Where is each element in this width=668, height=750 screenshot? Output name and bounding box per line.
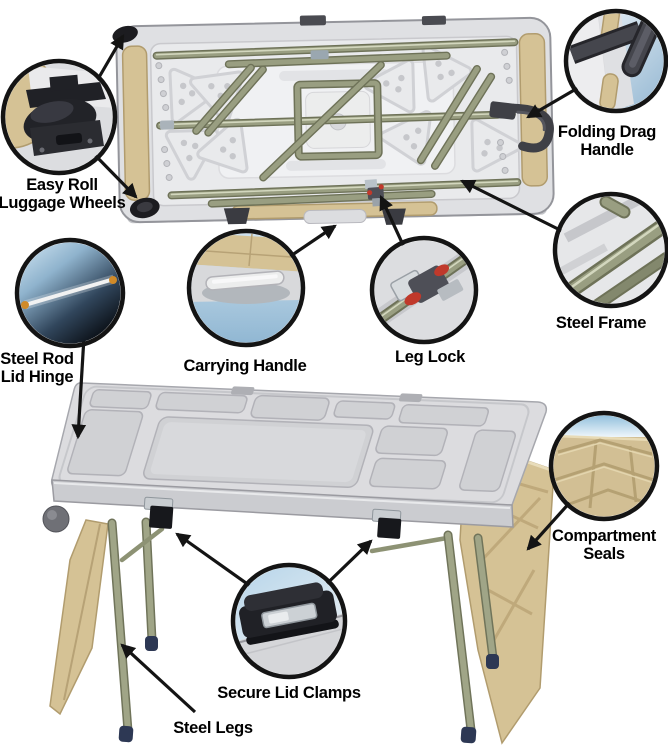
- top-edge-slot: [421, 15, 446, 26]
- compartment-tray: [89, 389, 152, 410]
- compartment-tray: [398, 403, 490, 427]
- compartment-tray: [375, 425, 448, 457]
- label-luggage-wheels-line2: Luggage Wheels: [0, 194, 126, 212]
- clamp-detail: [239, 582, 339, 645]
- left-legs: [107, 517, 165, 743]
- label-luggage-wheels-line1: Easy Roll: [26, 176, 98, 194]
- compartment-tray: [369, 457, 447, 490]
- callout-lid-clamps: [230, 562, 348, 680]
- callout-compartment-seals: [548, 410, 660, 522]
- lid-clamp-on-case: [223, 207, 250, 225]
- label-compartment-seals-line1: Compartment: [552, 527, 657, 545]
- leg-foot: [145, 636, 158, 651]
- label-lid-hinge-line2: Lid Hinge: [1, 368, 74, 386]
- leg-foot: [486, 654, 499, 669]
- callout-drag-handle: [563, 8, 668, 114]
- back-edge-tab: [398, 393, 423, 403]
- leg-foot: [460, 726, 477, 744]
- top-edge-slot: [299, 15, 326, 26]
- seal-ridges-detail: [553, 438, 655, 509]
- arrow-steel-legs: [120, 643, 197, 714]
- steel-tube-detail: [557, 218, 665, 304]
- handle-bar-detail: [205, 270, 285, 291]
- steel-rod-detail: [23, 277, 116, 307]
- luggage-wheel-bottom: [129, 197, 160, 219]
- back-edge-tab: [230, 386, 255, 396]
- lid-clamp-right: [371, 508, 402, 539]
- label-steel-frame: Steel Frame: [556, 314, 646, 332]
- callout-carrying-handle: [186, 228, 306, 348]
- right-legs: [369, 530, 499, 744]
- folded-table-underside: [112, 15, 555, 225]
- compartment-tray: [333, 400, 396, 420]
- label-drag-handle-line1: Folding Drag: [558, 123, 656, 141]
- callout-steel-frame: [552, 191, 668, 309]
- carrying-handle-recess: [303, 208, 367, 225]
- label-steel-legs: Steel Legs: [173, 719, 253, 737]
- lid-panel-left: [49, 519, 109, 716]
- label-compartment-seals-line2: Seals: [583, 545, 625, 563]
- callout-leg-lock: [369, 235, 479, 345]
- leg-foot: [118, 725, 134, 743]
- compartment-tray: [250, 394, 330, 421]
- lid-clamp-left: [143, 496, 174, 529]
- leg-lock-detail: [390, 264, 464, 306]
- feature-labels: Easy Roll Luggage Wheels Folding Drag Ha…: [0, 123, 657, 737]
- leg-brace: [369, 535, 450, 554]
- callout-lid-hinge: [14, 237, 126, 349]
- drag-strap-detail: [569, 23, 643, 62]
- rivet-holes: [155, 48, 513, 181]
- assembled-table: [42, 382, 555, 745]
- tube-sleeve: [160, 120, 175, 130]
- hinge-tube-detail: [599, 73, 619, 109]
- leg-brace: [119, 526, 165, 563]
- compartment-tray: [67, 408, 144, 477]
- leg-lock-hardware: [364, 179, 385, 207]
- label-lid-hinge-line1: Steel Rod: [0, 350, 73, 368]
- lid-edge-left: [121, 45, 151, 201]
- folded-steel-frame-tubes: [152, 38, 522, 208]
- compartment-tray: [459, 429, 516, 493]
- label-lid-clamps: Secure Lid Clamps: [217, 684, 361, 702]
- compartment-tray: [155, 391, 248, 414]
- tube-sleeve: [310, 50, 329, 60]
- label-leg-lock: Leg Lock: [395, 348, 466, 366]
- tabletop-compartments: [58, 385, 530, 504]
- label-carrying-handle: Carrying Handle: [184, 357, 307, 375]
- corner-bumper-wheel: [42, 505, 70, 533]
- callout-luggage-wheels: [0, 58, 118, 176]
- label-drag-handle-line2: Handle: [580, 141, 633, 159]
